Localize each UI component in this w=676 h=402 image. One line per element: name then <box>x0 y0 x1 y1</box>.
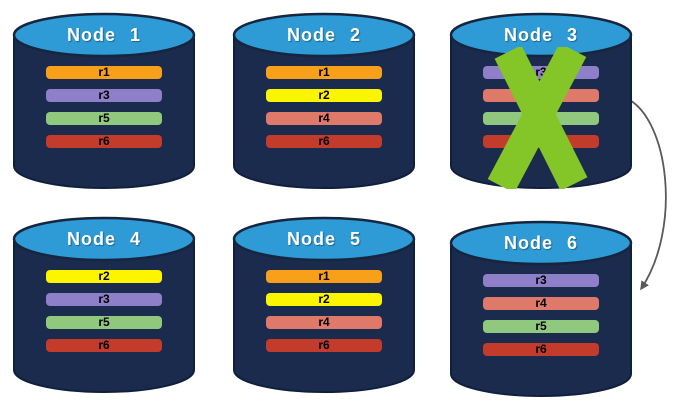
replica-label: r2 <box>318 88 330 102</box>
replica-label: r5 <box>98 315 110 329</box>
replica-bar: r1 <box>266 270 382 283</box>
replica-bar: r5 <box>46 112 162 125</box>
db-node-1: Node 1 r1 r3 r5 r6 <box>12 8 196 194</box>
replica-label: r2 <box>98 269 110 283</box>
replica-bar: r5 <box>46 316 162 329</box>
replica-bar: r4 <box>266 316 382 329</box>
replica-label: r6 <box>318 134 330 148</box>
replica-label: r2 <box>318 292 330 306</box>
db-node-5: Node 5 r1 r2 r4 r6 <box>232 212 416 398</box>
replica-list: r1 r3 r5 r6 <box>46 66 162 158</box>
replica-label: r6 <box>535 342 547 356</box>
replica-bar: r1 <box>266 66 382 79</box>
replica-label: r6 <box>318 338 330 352</box>
replica-list: r2 r3 r5 r6 <box>46 270 162 362</box>
node-title: Node 5 <box>286 229 361 249</box>
replica-bar: r3 <box>483 274 599 287</box>
replica-label: r6 <box>98 338 110 352</box>
replica-list: r1 r2 r4 r6 <box>266 66 382 158</box>
node-title: Node 4 <box>66 229 141 249</box>
replica-bar: r5 <box>483 320 599 333</box>
replica-label: r1 <box>98 65 110 79</box>
replica-label: r3 <box>535 273 547 287</box>
replica-label: r4 <box>535 296 547 310</box>
node-title: Node 2 <box>286 25 361 45</box>
db-node-2: Node 2 r1 r2 r4 r6 <box>232 8 416 194</box>
failure-x-icon <box>487 47 588 189</box>
replica-label: r3 <box>98 292 110 306</box>
replica-bar: r3 <box>46 89 162 102</box>
replica-bar: r6 <box>266 339 382 352</box>
replica-label: r5 <box>535 319 547 333</box>
replica-list: r1 r2 r4 r6 <box>266 270 382 362</box>
replica-bar: r1 <box>46 66 162 79</box>
replica-bar: r6 <box>483 343 599 356</box>
db-node-6: Node 6 r3 r4 r5 r6 <box>449 216 633 402</box>
replica-bar: r3 <box>46 293 162 306</box>
replica-list: r3 r4 r5 r6 <box>483 274 599 366</box>
replica-bar: r6 <box>46 339 162 352</box>
replica-label: r1 <box>318 269 330 283</box>
replica-label: r5 <box>98 111 110 125</box>
replica-label: r6 <box>98 134 110 148</box>
node-title: Node 1 <box>66 25 141 45</box>
replica-label: r4 <box>318 315 330 329</box>
replica-bar: r4 <box>483 297 599 310</box>
replica-label: r4 <box>318 111 330 125</box>
replica-bar: r2 <box>266 293 382 306</box>
replica-label: r1 <box>318 65 330 79</box>
replica-bar: r2 <box>46 270 162 283</box>
node-title: Node 3 <box>503 25 578 45</box>
replica-label: r3 <box>98 88 110 102</box>
replica-bar: r6 <box>266 135 382 148</box>
replica-bar: r2 <box>266 89 382 102</box>
replica-bar: r6 <box>46 135 162 148</box>
replica-bar: r4 <box>266 112 382 125</box>
replica-label: r3 <box>535 65 547 79</box>
node-title: Node 6 <box>503 233 578 253</box>
db-node-4: Node 4 r2 r3 r5 r6 <box>12 212 196 398</box>
db-node-3: Node 3 r3 <box>449 8 633 194</box>
